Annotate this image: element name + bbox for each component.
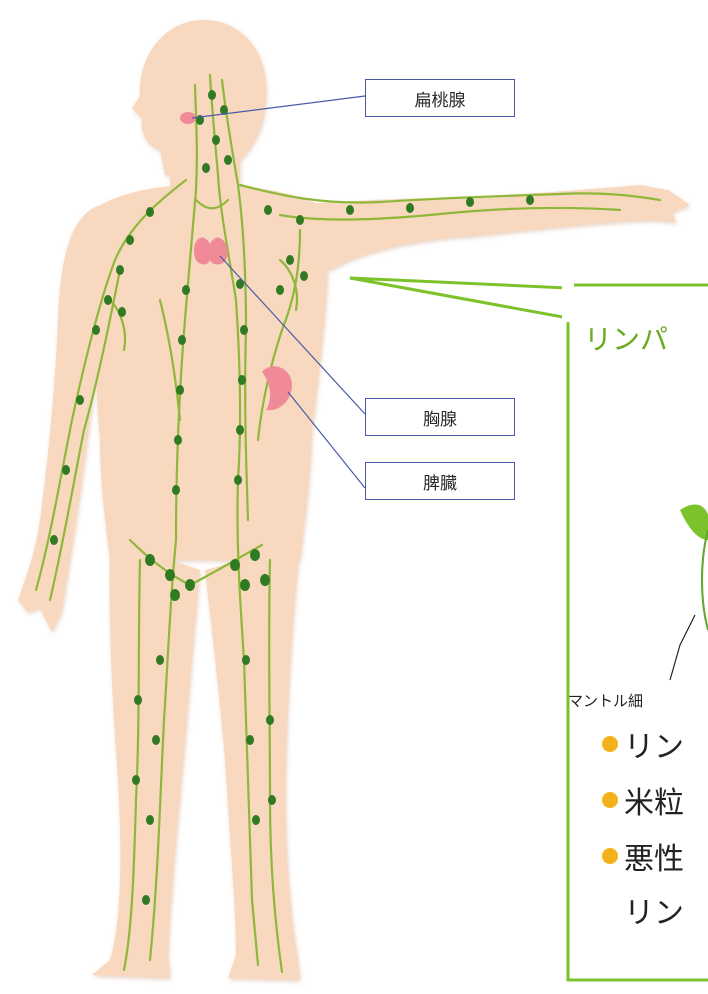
- bullet-text: 米粒: [624, 778, 684, 822]
- bullet-text: 悪性: [624, 834, 684, 878]
- bullet-1: リン: [602, 722, 684, 766]
- bullet-2: 米粒: [602, 778, 684, 822]
- label-spleen: 脾臓: [365, 462, 515, 500]
- left-leg: [92, 540, 200, 978]
- bullet-text: リン: [624, 722, 684, 766]
- bullet-dot: [602, 736, 618, 752]
- left-arm: [18, 205, 104, 632]
- bullet-3: 悪性: [602, 834, 684, 878]
- bullet-dot: [602, 848, 618, 864]
- right-arm: [290, 185, 690, 270]
- bullet-text: リン: [624, 888, 684, 932]
- label-tonsil: 扁桃腺: [365, 79, 515, 117]
- bullet-dot: [602, 792, 618, 808]
- mantle-label: マントル細: [568, 690, 643, 711]
- bullet-3-continuation: リン: [624, 888, 684, 932]
- label-thymus: 胸腺: [365, 398, 515, 436]
- callout-title: リンパ: [584, 318, 668, 358]
